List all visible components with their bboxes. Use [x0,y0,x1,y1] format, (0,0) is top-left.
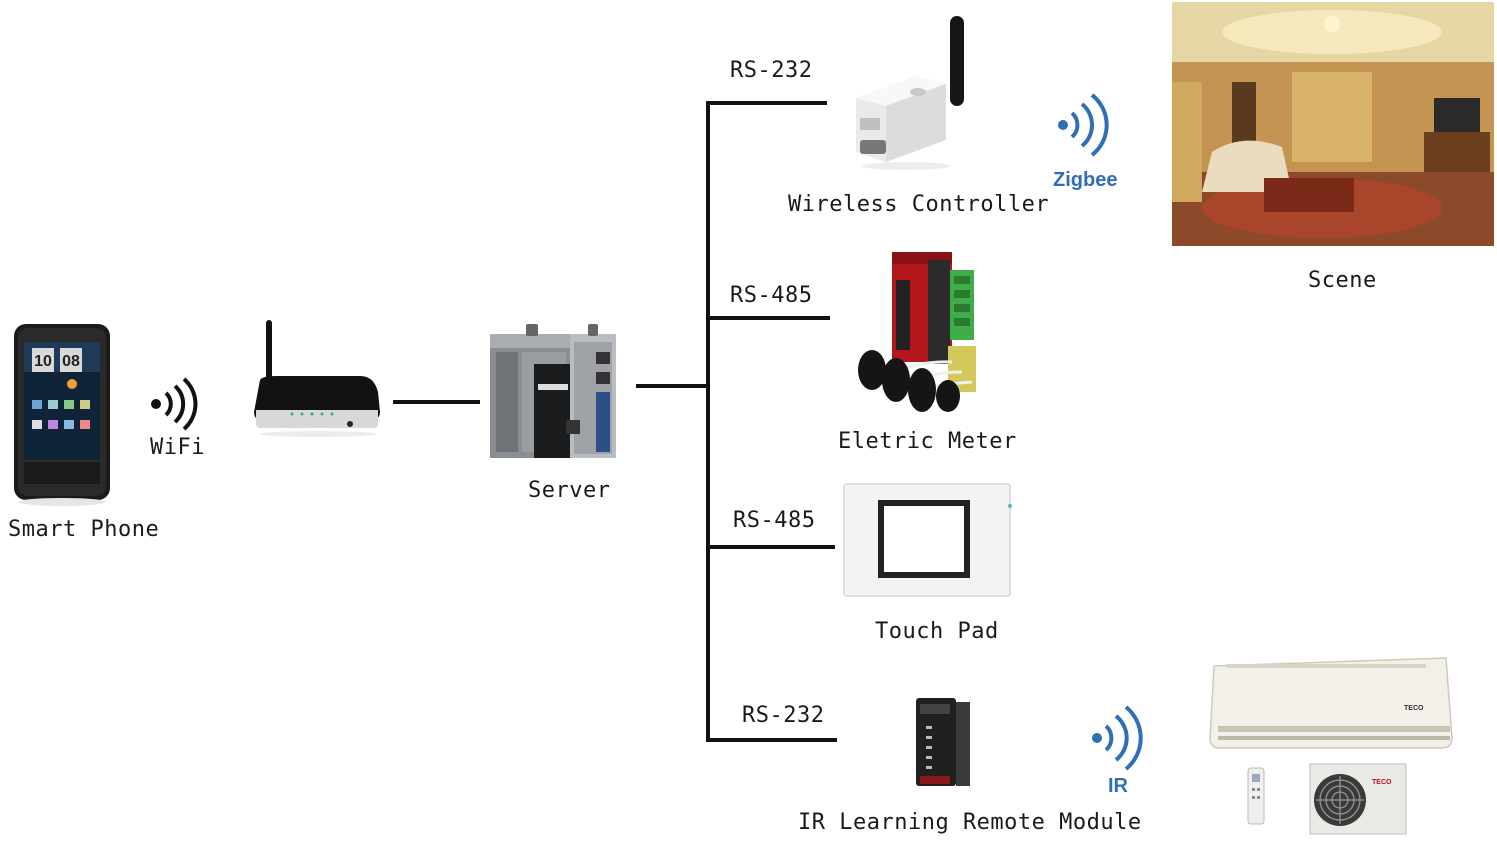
label-electric-meter: Eletric Meter [838,429,1017,454]
branch-line-ir [706,738,837,742]
link-label-rs232-ir: RS-232 [742,703,825,728]
bus-vertical-line [706,101,710,742]
label-ir-module: IR Learning Remote Module [798,810,1142,835]
zigbee-signal-icon [1058,93,1109,157]
electric-meter-image [858,252,976,412]
server-bus-line [636,384,708,388]
label-ir: IR [1108,775,1128,797]
label-wifi: WiFi [150,435,205,460]
link-label-rs232-top: RS-232 [730,58,813,83]
label-touch-pad: Touch Pad [875,619,999,644]
router-image [254,320,380,437]
branch-line-meter [706,316,830,320]
label-wireless-controller: Wireless Controller [788,192,1050,217]
scene-room-image [1172,2,1494,246]
ir-module-image [916,698,970,786]
ac-brand-label: TECO [1404,705,1424,712]
label-zigbee: Zigbee [1053,169,1118,191]
branch-line-touchpad [706,545,835,549]
phone-clock-hour: 10 [34,353,52,370]
label-smart-phone: Smart Phone [8,517,160,542]
wireless-controller-image [856,16,964,170]
label-server: Server [528,478,611,503]
smart-phone-image: 10 08 [14,324,110,506]
link-label-rs485-meter: RS-485 [730,283,813,308]
air-conditioner-image: TECO TECO [1209,657,1453,835]
branch-line-wireless [706,101,827,105]
phone-clock-minute: 08 [62,353,80,370]
label-scene: Scene [1308,268,1377,293]
wifi-signal-icon [151,377,198,431]
server-image [490,324,616,458]
link-label-rs485-touchpad: RS-485 [733,508,816,533]
touch-pad-image [843,483,1012,597]
ac-outdoor-brand-label: TECO [1372,779,1392,786]
router-server-line [393,400,480,404]
ir-signal-icon [1092,705,1143,771]
